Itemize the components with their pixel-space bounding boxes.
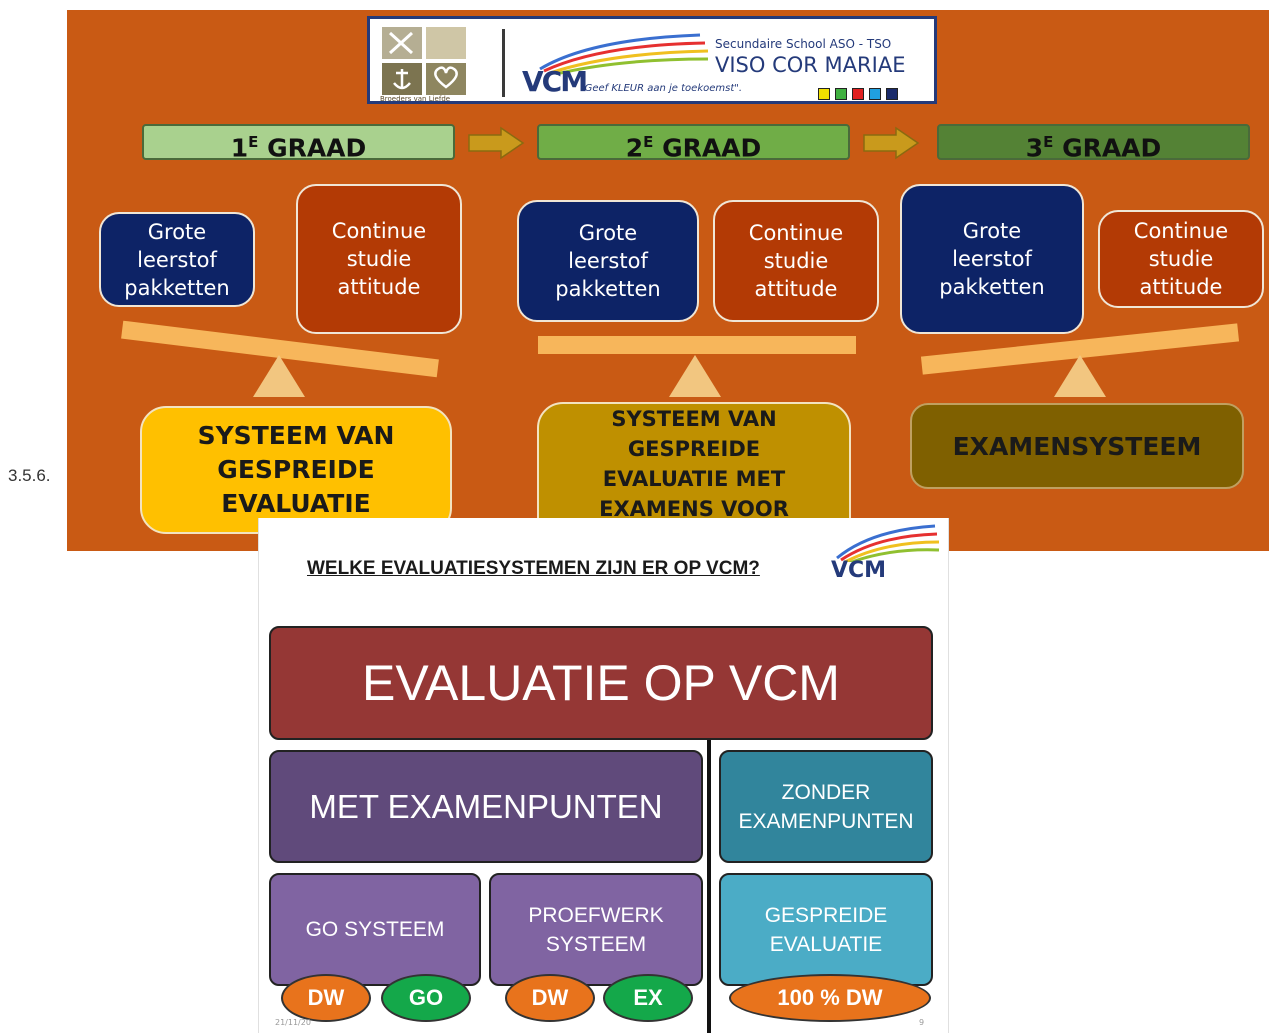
slide-title: WELKE EVALUATIESYSTEMEN ZIJN ER OP VCM?: [307, 558, 760, 579]
balance-fulcrum: [669, 355, 721, 397]
vcm-swoosh-logo: [539, 33, 709, 75]
section-number: 3.5.6.: [8, 466, 51, 485]
school-name: VISO COR MARIAE: [715, 53, 906, 77]
school-logo-banner: Broeders van Liefde VCM "Geef KLEUR aan …: [367, 16, 937, 104]
balance-fulcrum: [1054, 355, 1106, 397]
divider-line: [707, 740, 711, 1033]
arrow-right-icon: [863, 126, 920, 160]
with-exam-points: MET EXAMENPUNTEN: [269, 750, 703, 863]
system-box-3: EXAMENSYSTEEM: [910, 403, 1244, 489]
dw-pill: DW: [505, 974, 595, 1022]
school-slogan: "Geef KLEUR aan je toekoemst".: [580, 83, 743, 94]
slide-page-number: 9: [919, 1018, 925, 1027]
arrow-right-icon: [468, 126, 525, 160]
logo-divider: [502, 29, 505, 97]
grade-1-bar: 1E GRAAD: [142, 124, 455, 162]
balance-beam: [538, 336, 856, 354]
broeders-logo: [382, 27, 468, 95]
vcm-swoosh-logo: [836, 524, 940, 562]
evaluation-slide: WELKE EVALUATIESYSTEMEN ZIJN ER OP VCM? …: [258, 518, 949, 1033]
grade-2-bar: 2E GRAAD: [537, 124, 850, 162]
slide-date: 21/11/20: [275, 1018, 311, 1027]
grade-3-bar: 3E GRAAD: [937, 124, 1250, 162]
balance-fulcrum: [253, 355, 305, 397]
vcm-logo-text: VCM: [522, 65, 588, 98]
evaluation-header: EVALUATIE OP VCM: [269, 626, 933, 740]
dw-pill: DW: [281, 974, 371, 1022]
anchor-heart-icon: [388, 31, 458, 90]
hundred-percent-dw-pill: 100 % DW: [729, 974, 931, 1022]
color-squares: [818, 85, 899, 104]
vcm-logo-text: VCM: [831, 558, 887, 583]
go-system-box: GO SYSTEEM: [269, 873, 481, 986]
school-subtitle: Secundaire School ASO - TSO: [715, 37, 892, 51]
broeders-caption: Broeders van Liefde: [380, 95, 451, 103]
go-pill: GO: [381, 974, 471, 1022]
ex-pill: EX: [603, 974, 693, 1022]
grades-slide: Broeders van Liefde VCM "Geef KLEUR aan …: [67, 10, 1269, 551]
